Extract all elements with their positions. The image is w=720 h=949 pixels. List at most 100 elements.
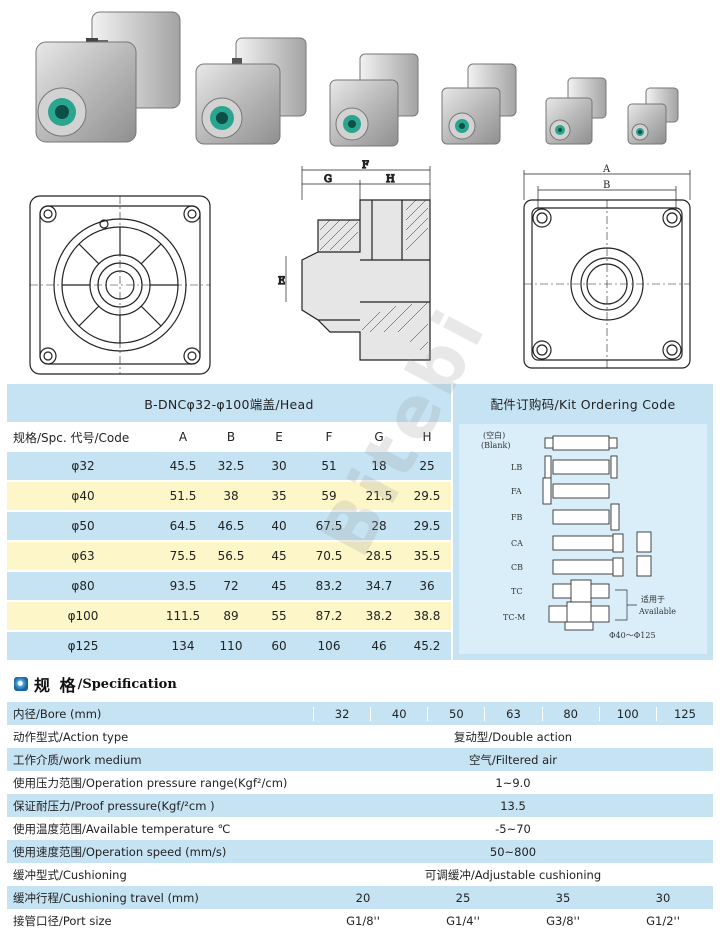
dim-label-a: A [602,164,611,175]
product-photos [0,0,720,160]
kit-applicable-zh: 适用于 [641,594,665,604]
header-b: B [226,430,236,444]
spec-row: 使用温度范围/Available temperature ℃-5~70 [7,817,713,840]
kit-code-ca: CA [511,539,523,548]
bore-code-cell: φ40 [71,489,95,503]
spec-label: 缓冲行程/Cushioning travel (mm) [13,890,199,905]
section-view-drawing: F G H E [277,160,431,361]
dimension-cell: 34.7 [365,579,393,593]
spec-row: 缓冲行程/Cushioning travel (mm) 20 25 35 30 [7,886,713,909]
grouped-value: G1/8'' [346,913,380,928]
dim-label-f: F [362,160,369,171]
dimension-cell: 67.5 [315,519,343,533]
dimension-cell: 36 [419,579,435,593]
spec-label: 保证耐压力/Proof pressure(Kgf/²cm ) [13,798,215,813]
dimension-cell: 72 [223,579,239,593]
header-f: F [325,430,333,444]
dimension-cell: 89 [223,609,239,623]
dimension-cell: 40 [271,519,287,533]
grouped-value: G3/8'' [546,913,580,928]
dimension-cell: 134 [171,639,195,653]
header-h: H [422,430,432,444]
kit-code-tc-m: TC-M [503,613,525,622]
bore-code-cell: φ100 [67,609,99,623]
dim-label-e: E [278,276,285,287]
dimension-cell: 59 [321,489,337,503]
grouped-value: 25 [455,890,471,905]
dimension-cell: 29.5 [413,519,441,533]
grouped-value: 20 [355,890,371,905]
back-view-drawing: A B [523,164,691,369]
spec-value: 13.5 [500,798,526,813]
bore-code-cell: φ125 [67,639,99,653]
dimension-cell: 64.5 [169,519,197,533]
dimension-cell: 51.5 [169,489,197,503]
grouped-value: 35 [555,890,571,905]
dim-label-h: H [386,174,395,185]
bore-value: 32 [313,706,370,721]
kit-ordering-panel: 配件订购码/Kit Ordering Code [453,384,713,660]
dimension-cell: 29.5 [413,489,441,503]
spec-row: 使用压力范围/Operation pressure range(Kgf²/cm)… [7,771,713,794]
head-photo-6 [627,87,679,145]
dimension-table-main: B-DNCφ32-φ100端盖/Head 规格/Spc. 代号/Code A B… [7,384,451,660]
header-code: 规格/Spc. 代号/Code [13,430,130,445]
spec-value: 空气/Filtered air [468,752,558,767]
head-photo-1 [35,11,181,143]
cylinder-head-photos [35,11,679,147]
spec-value: 复动型/Double action [453,729,573,744]
head-photo-4 [441,63,517,145]
dimension-cell: 60 [271,639,287,653]
dim-label-g: G [324,174,332,185]
grouped-value: G1/2'' [646,913,680,928]
spec-label: 接管口径/Port size [13,913,112,928]
dimension-cell: 110 [219,639,243,653]
dimension-cell: 45 [271,579,287,593]
dimension-cell: 87.2 [315,609,343,623]
bore-code-cell: φ63 [71,549,95,563]
dimension-cell: 45 [271,549,287,563]
dimension-cell: 25 [419,459,435,473]
spec-heading: 规 格 /Specification [14,674,177,695]
kit-applicable-en: Available [638,607,676,616]
dimension-cell: 46 [371,639,387,653]
dimension-cell: 56.5 [217,549,245,563]
bore-value: 100 [598,706,656,721]
spec-label: 内径/Bore (mm) [13,706,102,721]
header-a: A [178,430,188,444]
grouped-values: G1/8''G1/4''G3/8''G1/2'' [313,914,713,928]
kit-code-blank-en: (Blank) [481,441,510,450]
kit-diagram: (空白) (Blank) LB FA FB CA CB TC TC-M 适用于 … [481,430,676,640]
bore-code-cell: φ80 [71,579,95,593]
dimension-cell: 21.5 [365,489,393,503]
grouped-values: 20 25 35 30 [313,891,713,905]
dimension-cell: 45.2 [413,639,441,653]
technical-drawings: F G H E A [0,160,720,382]
kit-code-cb: CB [511,563,523,572]
dimension-cell: 38 [223,489,239,503]
kit-code-lb: LB [511,463,522,472]
bore-value: 63 [484,706,541,721]
bore-code-cell: φ50 [71,519,95,533]
spec-value: 50~800 [489,844,537,859]
header-g: G [374,430,384,444]
grouped-value: 30 [655,890,671,905]
kit-code-fa: FA [511,487,522,496]
header-e: E [275,430,283,444]
kit-code-blank-zh: (空白) [483,430,505,440]
spec-value: 1~9.0 [495,775,531,790]
spec-row: 使用速度范围/Operation speed (mm/s)50~800 [7,840,713,863]
dimension-table-header: 规格/Spc. 代号/Code A B E F G H [7,424,451,450]
spec-heading-en: /Specification [77,676,177,692]
bore-value: 125 [655,706,713,721]
